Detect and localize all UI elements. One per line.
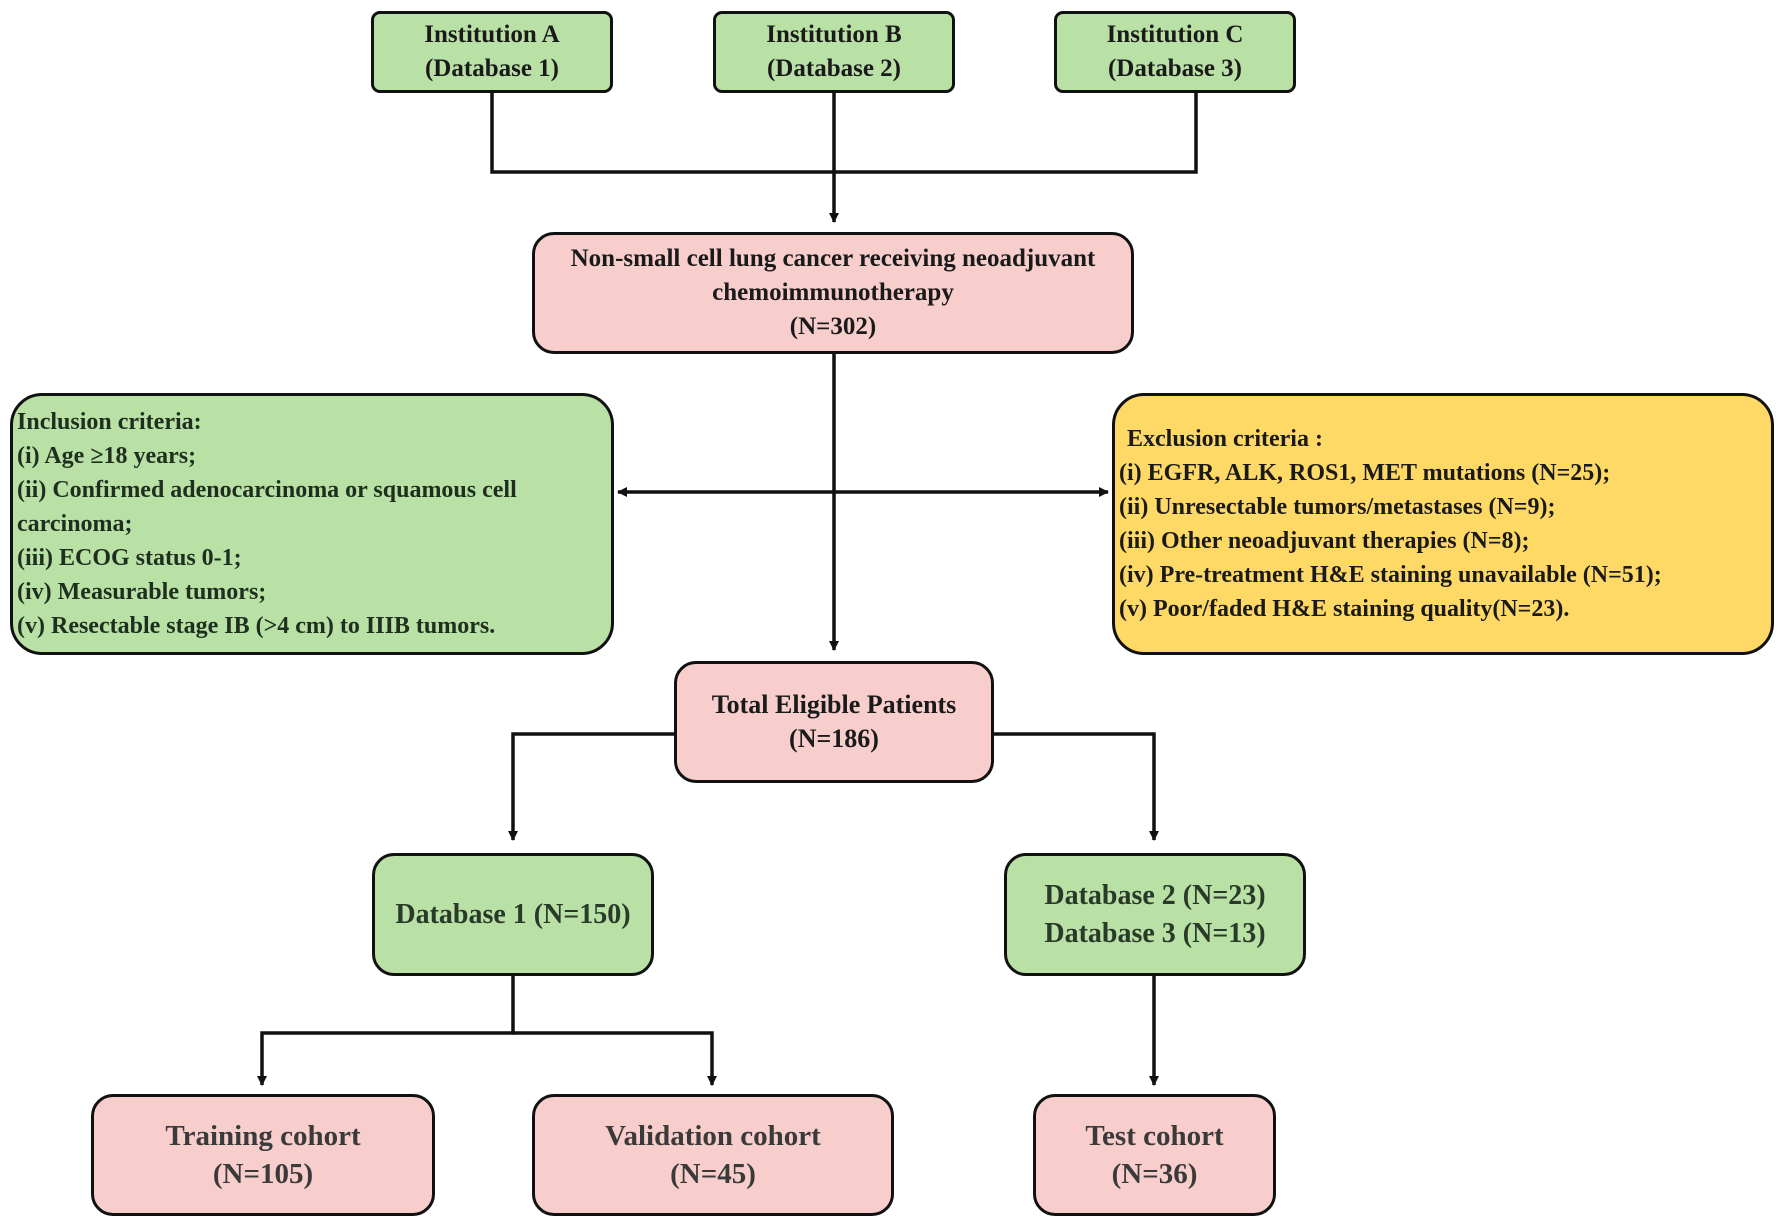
inclusion-item: (ii) Confirmed adenocarcinoma or squamou… — [17, 477, 517, 503]
exclusion-item: (iii) Other neoadjuvant therapies (N=8); — [1119, 528, 1530, 554]
eligible-patients-box: Total Eligible Patients (N=186) — [674, 661, 994, 783]
exclusion-item: (v) Poor/faded H&E staining quality(N=23… — [1119, 596, 1570, 622]
cohort-title: Test cohort — [1085, 1120, 1224, 1152]
validation-cohort-box: Validation cohort (N=45) — [532, 1094, 894, 1216]
population-line1: Non-small cell lung cancer receiving neo… — [570, 245, 1096, 272]
database23-box: Database 2 (N=23) Database 3 (N=13) — [1004, 853, 1306, 976]
source-name: Institution C — [1106, 21, 1244, 48]
test-cohort-box: Test cohort (N=36) — [1033, 1094, 1276, 1216]
source-institution-c: Institution C (Database 3) — [1054, 11, 1296, 93]
inclusion-item: carcinoma; — [17, 511, 133, 537]
cohort-n: (N=36) — [1111, 1158, 1198, 1190]
exclusion-item: (iv) Pre-treatment H&E staining unavaila… — [1119, 562, 1662, 588]
source-db: (Database 3) — [1107, 55, 1242, 82]
cohort-title: Validation cohort — [605, 1120, 821, 1152]
database3-label: Database 3 (N=13) — [1044, 917, 1266, 949]
inclusion-title: Inclusion criteria: — [17, 409, 202, 435]
connector-split — [257, 976, 515, 1086]
connector-db23 — [994, 732, 1159, 841]
inclusion-item: (iv) Measurable tumors; — [17, 579, 267, 605]
inclusion-criteria-box: Inclusion criteria: (i) Age ≥18 years; (… — [10, 393, 614, 655]
inclusion-item: (iii) ECOG status 0-1; — [17, 545, 242, 571]
exclusion-criteria-box: Exclusion criteria : (i) EGFR, ALK, ROS1… — [1112, 393, 1774, 655]
exclusion-title: Exclusion criteria : — [1127, 426, 1323, 452]
cohort-title: Training cohort — [165, 1120, 361, 1152]
source-name: Institution B — [766, 21, 902, 48]
eligible-n: (N=186) — [789, 724, 879, 753]
connector-validation — [513, 1031, 717, 1086]
population-line2: chemoimmunotherapy — [712, 279, 954, 306]
inclusion-item: (i) Age ≥18 years; — [17, 443, 197, 469]
population-n: (N=302) — [789, 313, 877, 340]
eligible-title: Total Eligible Patients — [711, 690, 957, 719]
connector-a — [490, 93, 1198, 174]
cohort-n: (N=105) — [212, 1158, 314, 1190]
exclusion-item: (ii) Unresectable tumors/metastases (N=9… — [1119, 494, 1556, 520]
training-cohort-box: Training cohort (N=105) — [91, 1094, 435, 1216]
inclusion-item: (v) Resectable stage IB (>4 cm) to IIIB … — [17, 613, 496, 639]
source-db: (Database 1) — [424, 55, 559, 82]
population-box: Non-small cell lung cancer receiving neo… — [532, 232, 1134, 354]
source-db: (Database 2) — [766, 55, 901, 82]
database2-label: Database 2 (N=23) — [1044, 879, 1266, 911]
connector-db1 — [508, 732, 674, 841]
source-institution-b: Institution B (Database 2) — [713, 11, 955, 93]
exclusion-item: (i) EGFR, ALK, ROS1, MET mutations (N=25… — [1119, 460, 1611, 486]
database1-label: Database 1 (N=150) — [395, 898, 631, 930]
source-institution-a: Institution A (Database 1) — [371, 11, 613, 93]
database1-box: Database 1 (N=150) — [372, 853, 654, 976]
cohort-n: (N=45) — [670, 1158, 756, 1190]
source-name: Institution A — [424, 21, 560, 48]
